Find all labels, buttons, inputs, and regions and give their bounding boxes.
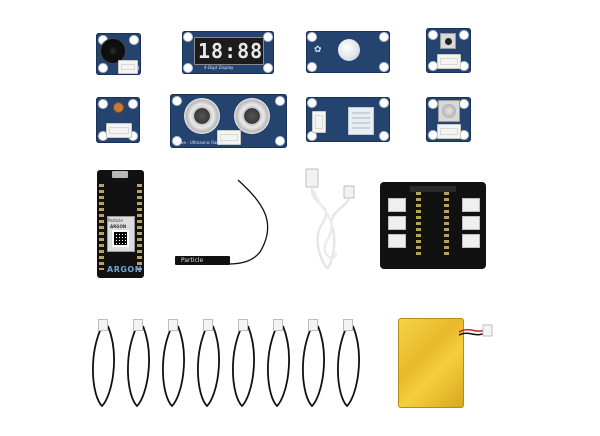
argon-chip-label: ARGON [110,224,127,229]
shield-header [410,186,456,192]
grove-cable-connector [238,319,248,331]
antenna-icon [227,179,269,265]
lipo-battery [398,318,464,408]
seven-segment-display: 18:88 [194,37,264,65]
argon-board: Particle ARGON ARGON [97,170,144,278]
usb-cable [305,168,355,270]
grove-cable-connector [133,319,143,331]
pir-motion-sensor-module: ✿ [306,31,390,73]
rotary-module [426,97,471,142]
qr-code-icon [112,230,129,247]
ultrasonic-sensor-right [234,98,270,134]
display-silk-label: 4-Digit Display [204,65,234,70]
temperature-humidity-module [306,97,390,142]
grove-cable-connector [98,319,108,331]
ultrasonic-silk-label: Grove - Ultrasonic Ranger [174,140,226,145]
button-module [426,28,471,73]
grove-shield [380,182,486,269]
pir-motion-sensor [338,39,360,61]
light-sensor [114,103,123,112]
buzzer-icon [101,39,125,63]
button-icon [440,33,456,49]
argon-brand: ARGON [107,265,142,274]
ultrasonic-sensor-left [184,98,220,134]
antenna-strip: Particle [175,256,230,265]
battery-leads [458,324,493,337]
light-sensor-module [96,97,140,143]
grove-cable-connector [168,319,178,331]
grove-cable-connector [273,319,283,331]
display-digits: 18:88 [198,39,264,63]
decor-icon: ✿ [314,45,322,55]
grove-cable-connector [203,319,213,331]
buzzer-module [96,33,141,75]
argon-logo: Particle [108,218,123,223]
grove-cables [92,325,360,408]
temperature-humidity-sensor [348,107,374,135]
antenna-label: Particle [181,257,204,264]
grove-cable-connector [343,319,353,331]
usb-port-icon [112,171,128,178]
grove-cable-connector [308,319,318,331]
four-digit-display-module: 18:88 4-Digit Display [182,31,274,74]
rotary-potentiometer [438,100,460,122]
ultrasonic-ranger-module: Grove - Ultrasonic Ranger [170,94,287,148]
